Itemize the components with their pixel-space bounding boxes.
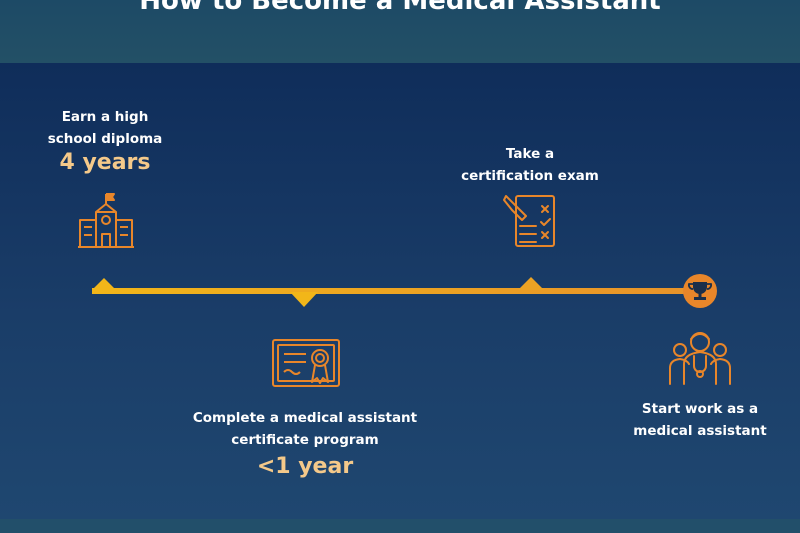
certificate-icon [272, 339, 340, 387]
step-1-label-line2: school diploma [47, 131, 163, 147]
step-3-label-line2: certification exam [461, 168, 599, 184]
step-2-duration: <1 year [256, 454, 354, 479]
timeline-marker-step-2 [290, 292, 318, 307]
step-2-label: Complete a medical assistant certificate… [170, 407, 440, 451]
step-2-label-line2: certificate program [231, 432, 379, 448]
school-building-icon [78, 193, 134, 248]
step-2-label-line1: Complete a medical assistant [192, 410, 418, 426]
step-4-label-line1: Start work as a [641, 401, 759, 417]
step-3-label-line1: Take a [505, 146, 555, 162]
step-4-label-line2: medical assistant [633, 423, 767, 439]
step-1-duration: 4 years [59, 150, 151, 175]
trophy-icon [683, 274, 717, 308]
header-band: How to Become a Medical Assistant [0, 0, 800, 63]
step-4-label: Start work as a medical assistant [610, 398, 790, 442]
exam-checklist-icon [503, 195, 555, 247]
step-3-label: Take a certification exam [430, 143, 630, 187]
step-1-label-line1: Earn a high [61, 109, 149, 125]
medical-team-icon [669, 332, 731, 385]
timeline-marker-step-3 [518, 277, 544, 290]
step-1-label: Earn a high school diploma [20, 106, 190, 150]
timeline-marker-step-1 [92, 278, 116, 290]
page-title: How to Become a Medical Assistant [139, 0, 661, 16]
timeline-line [92, 288, 697, 294]
footer-strip [0, 519, 800, 533]
